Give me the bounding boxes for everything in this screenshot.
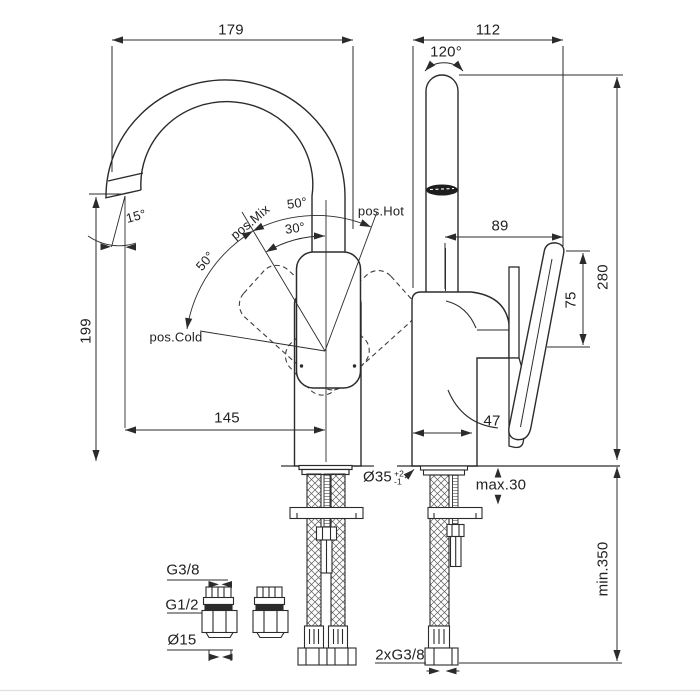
pos-cold-label: pos.Cold [149, 329, 203, 345]
mounting-washer [427, 506, 483, 520]
hose-thread-label: 2xG3/8 [375, 646, 425, 664]
handle-dot-left [299, 364, 304, 368]
side-body [411, 291, 510, 467]
hole-diameter-label: Ø35+2-1 [363, 469, 404, 486]
mounting-nut [446, 523, 465, 538]
front-deck [281, 464, 374, 476]
fittings-detail [167, 579, 289, 661]
dim-89-label: 89 [491, 217, 509, 235]
hose-nut [424, 647, 459, 666]
hose-nut [297, 647, 328, 666]
pos-hot-label: pos.Hot [357, 203, 405, 219]
front-view [87, 36, 416, 666]
angle-50-top-label: 50° [285, 194, 309, 212]
dim-199-label: 199 [77, 318, 95, 344]
front-handle [295, 251, 362, 389]
angle-30-label: 30° [283, 219, 307, 237]
g12-label: G1/2 [165, 596, 199, 614]
side-spout-column [425, 74, 459, 292]
handle-position-lines [185, 200, 378, 462]
dia15-label: Ø15 [167, 631, 197, 649]
dim-112-label: 112 [475, 21, 501, 39]
tolerance-plus: +2 [393, 468, 405, 478]
dia35-tolerance: +2-1 [393, 468, 405, 486]
fitting-callouts [167, 579, 233, 661]
dim-145-label: 145 [214, 409, 240, 427]
dim-280-label: 280 [594, 264, 612, 290]
adapter-fitting [252, 586, 289, 639]
dia35-value: Ø35 [363, 468, 392, 486]
hose-nut [326, 647, 357, 666]
handle-dot-right [352, 364, 357, 368]
adapter-fitting [201, 586, 238, 639]
aerator [426, 184, 458, 196]
front-spout-outline [104, 79, 346, 253]
side-dimensions [375, 36, 623, 675]
front-hoses [289, 473, 364, 666]
dim-47-label: 47 [483, 412, 501, 430]
max-30-label: max.30 [475, 476, 527, 494]
mounting-nut [315, 526, 338, 541]
side-view [375, 36, 623, 675]
side-hose [419, 465, 483, 666]
front-dimensions [87, 36, 354, 461]
dim-179-label: 179 [218, 21, 244, 39]
tolerance-minus: -1 [393, 476, 402, 486]
cartridge-cover [508, 266, 520, 359]
min-350-label: min.350 [594, 541, 612, 597]
angle-120-label: 120° [430, 43, 462, 61]
mounting-washer [289, 506, 364, 520]
dim-75-label: 75 [562, 291, 580, 309]
g38-label: G3/8 [166, 561, 200, 579]
